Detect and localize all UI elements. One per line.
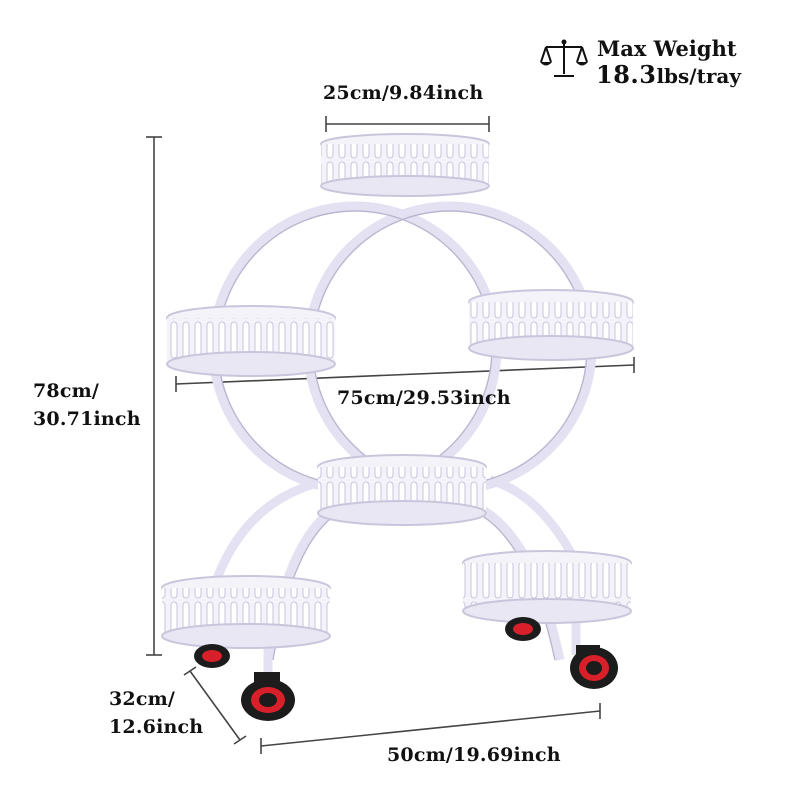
tray-middle-right — [468, 289, 634, 361]
wheel-front-right — [570, 645, 618, 689]
total-width-label: 75cm/29.53inch — [337, 387, 511, 409]
balance-scale-icon — [540, 39, 588, 77]
caster-wheels — [194, 617, 618, 721]
wheel-back-left — [194, 644, 230, 668]
tray-bottom-left — [161, 575, 331, 649]
height-label-line1: 78cm/ — [33, 380, 100, 402]
tray-center — [317, 454, 487, 526]
depth-label-line1: 32cm/ — [109, 688, 176, 710]
tray-diameter-label: 25cm/9.84inch — [323, 82, 484, 104]
max-weight-unit: lbs/tray — [656, 64, 741, 88]
max-weight-number: 18.3 — [596, 60, 657, 89]
tray-top — [320, 133, 490, 197]
depth-label-line2: 12.6inch — [109, 716, 204, 738]
wheel-back-right — [505, 617, 541, 641]
height-label-line2: 30.71inch — [33, 408, 141, 430]
tray-middle-left — [166, 305, 336, 377]
max-weight-value: 18.3lbs/tray — [596, 60, 741, 89]
wheel-front-left — [241, 672, 295, 721]
dimension-lines — [146, 116, 635, 754]
base-width-label: 50cm/19.69inch — [387, 744, 561, 766]
max-weight-title: Max Weight — [597, 36, 737, 61]
tray-bottom-right — [462, 550, 632, 624]
